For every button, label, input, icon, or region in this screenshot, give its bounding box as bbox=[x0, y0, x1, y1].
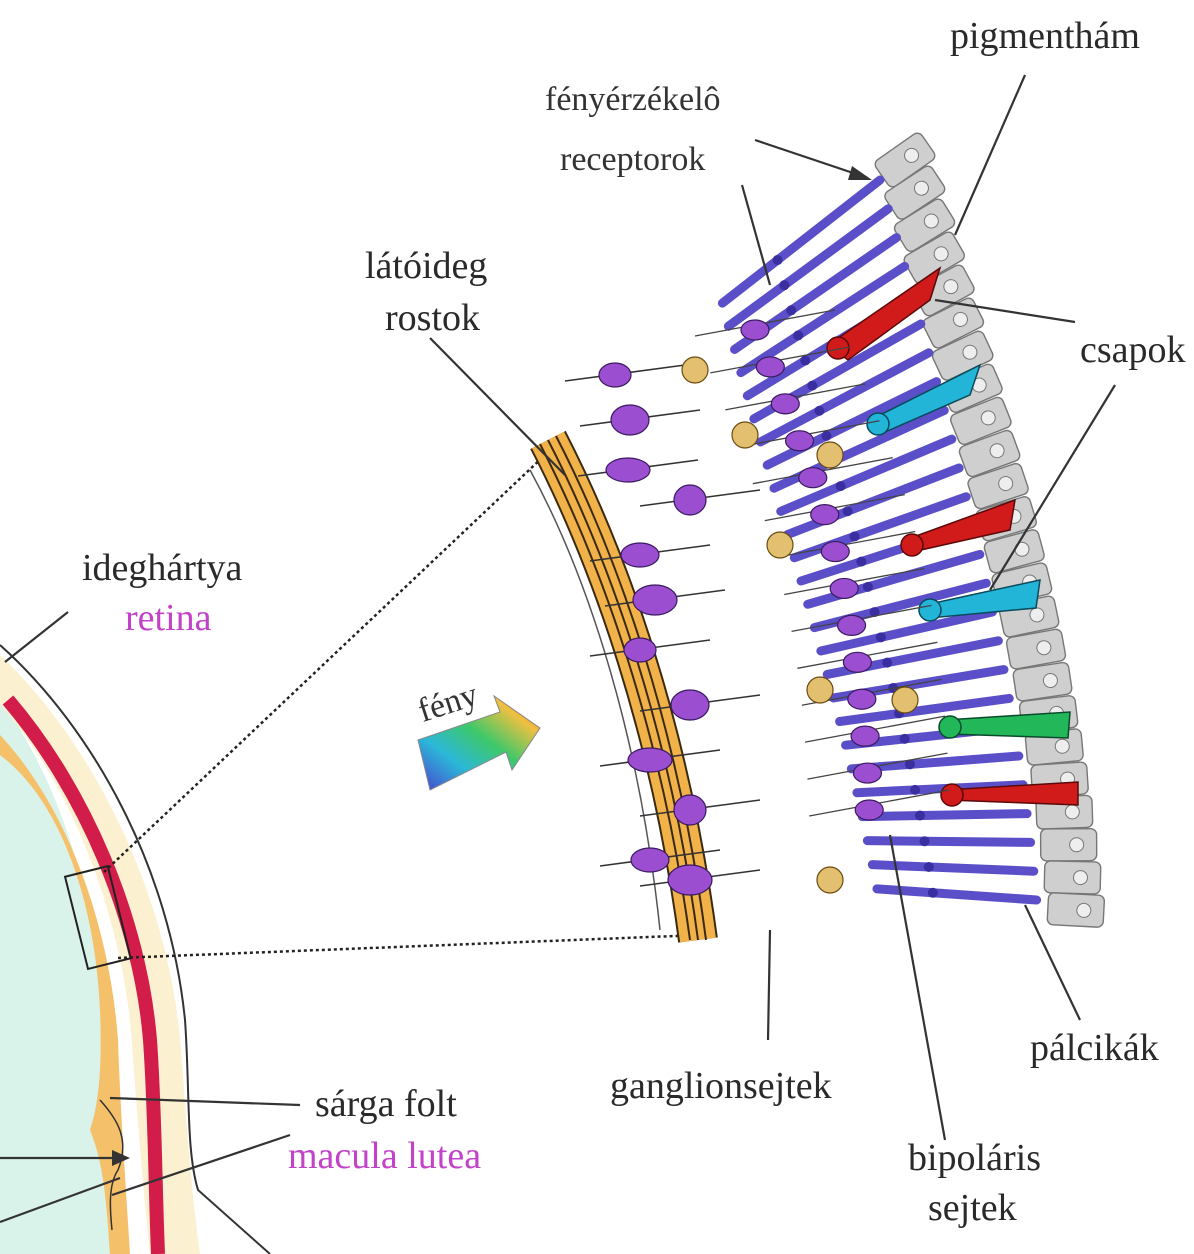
pigment-cell-body bbox=[1044, 861, 1101, 894]
label-macula-lutea: macula lutea bbox=[288, 1135, 481, 1177]
amacrine-cell bbox=[807, 677, 833, 703]
label-pigmentham: pigmenthám bbox=[950, 15, 1140, 57]
pigment-cell-nucleus bbox=[1065, 805, 1079, 819]
pigment-cell-nucleus bbox=[1073, 870, 1087, 884]
bipolar-cell bbox=[843, 652, 871, 672]
cone-red-2-nucleus bbox=[901, 534, 923, 556]
cone-cyan-1-nucleus bbox=[867, 413, 889, 435]
rod-cell-nucleus bbox=[779, 280, 789, 290]
label-ganglionsejtek: ganglionsejtek bbox=[610, 1065, 832, 1107]
bipolar-cell bbox=[821, 542, 849, 562]
ganglion-cell bbox=[621, 543, 659, 567]
rod-cell-nucleus bbox=[836, 481, 846, 491]
amacrine-cell bbox=[732, 422, 758, 448]
rod-cell-nucleus bbox=[876, 632, 886, 642]
rod-cell-nucleus bbox=[807, 381, 817, 391]
bipolar-cell bbox=[741, 320, 769, 340]
label-sejtek: sejtek bbox=[928, 1187, 1017, 1229]
pigment-cell-nucleus bbox=[1070, 838, 1084, 852]
rod-cell-nucleus bbox=[773, 255, 783, 265]
amacrine-cell bbox=[817, 442, 843, 468]
ganglion-cell bbox=[606, 458, 650, 482]
label-rostok: rostok bbox=[385, 297, 480, 339]
label-latoideg: látóideg bbox=[365, 245, 487, 287]
bipolar-cell bbox=[830, 578, 858, 598]
leader-bipolaris bbox=[890, 835, 945, 1140]
ganglion-cell bbox=[599, 363, 631, 387]
bipolar-cell bbox=[756, 357, 784, 377]
rod-cell-nucleus bbox=[900, 734, 910, 744]
amacrine-cell bbox=[767, 532, 793, 558]
rod-cell-nucleus bbox=[915, 811, 925, 821]
label-retina: retina bbox=[125, 597, 212, 639]
rod-cell-nucleus bbox=[793, 330, 803, 340]
label-palcikak: pálcikák bbox=[1030, 1027, 1159, 1069]
rod-cell-nucleus bbox=[800, 356, 810, 366]
rod-cell-nucleus bbox=[843, 506, 853, 516]
leader-latoideg bbox=[430, 338, 565, 475]
bipolar-cell bbox=[855, 800, 883, 820]
amacrine-cell bbox=[817, 867, 843, 893]
pigment-cell bbox=[1041, 829, 1097, 861]
bipolar-cell bbox=[853, 763, 881, 783]
amacrine-cell bbox=[682, 357, 708, 383]
rod-cell-nucleus bbox=[924, 862, 934, 872]
rod-cell-nucleus bbox=[849, 531, 859, 541]
ganglion-cell bbox=[611, 405, 649, 435]
amacrine-cell bbox=[892, 687, 918, 713]
ganglion-cell bbox=[628, 748, 672, 772]
cone-red-3-nucleus bbox=[941, 784, 963, 806]
rod-cell-nucleus bbox=[863, 582, 873, 592]
rod-cell-nucleus bbox=[814, 406, 824, 416]
ganglion-cell bbox=[631, 848, 669, 872]
label-csapok: csapok bbox=[1080, 329, 1186, 371]
leader-receptorok-down bbox=[742, 185, 770, 285]
rod-cell-nucleus bbox=[856, 557, 866, 567]
rod-cell-nucleus bbox=[786, 305, 796, 315]
bipolar-cell bbox=[786, 431, 814, 451]
ganglion-cell bbox=[671, 690, 709, 720]
zoom-line-bottom bbox=[118, 935, 700, 958]
cone-cyan-2-nucleus bbox=[919, 599, 941, 621]
bipolar-cell bbox=[811, 505, 839, 525]
ganglion-cell bbox=[674, 485, 706, 515]
ganglion-cell bbox=[624, 638, 656, 662]
pigment-cell-body bbox=[1047, 893, 1105, 928]
ganglion-cell bbox=[674, 795, 706, 825]
leader-macula bbox=[112, 1135, 290, 1195]
receptorok-arrowhead bbox=[848, 166, 872, 180]
leader-ganglion bbox=[768, 930, 770, 1040]
label-sarga-folt: sárga folt bbox=[315, 1083, 457, 1125]
label-receptorok: receptorok bbox=[560, 141, 705, 178]
rod-cell bbox=[728, 209, 888, 327]
pigment-cell bbox=[1047, 893, 1105, 928]
rod-cell-nucleus bbox=[928, 888, 938, 898]
rod-cell bbox=[862, 814, 1027, 817]
cone-green-1 bbox=[945, 712, 1070, 738]
rod-cell-nucleus bbox=[882, 658, 892, 668]
pigment-cell-nucleus bbox=[1076, 903, 1091, 918]
zoom-line-top bbox=[104, 455, 545, 872]
rod-cell-nucleus bbox=[920, 836, 930, 846]
label-bipolaris: bipoláris bbox=[908, 1137, 1041, 1179]
leader-ideghartya bbox=[5, 612, 68, 662]
bipolar-cell bbox=[838, 615, 866, 635]
bipolar-cell bbox=[848, 689, 876, 709]
rod-cell-nucleus bbox=[822, 431, 832, 441]
leader-pigmentham bbox=[955, 75, 1025, 235]
label-fenyerzekelo: fényérzékelô bbox=[545, 81, 721, 118]
ganglion-cell bbox=[668, 865, 712, 895]
cone-green-1-nucleus bbox=[939, 716, 961, 738]
bipolar-cell bbox=[799, 468, 827, 488]
bipolar-cell bbox=[771, 394, 799, 414]
rod-cell-nucleus bbox=[910, 785, 920, 795]
pigment-cell bbox=[1044, 861, 1101, 894]
label-ideghartya: ideghártya bbox=[82, 547, 243, 589]
bipolar-cell bbox=[851, 726, 879, 746]
ganglion-cell bbox=[633, 585, 677, 615]
pigment-cell-body bbox=[1041, 829, 1097, 861]
